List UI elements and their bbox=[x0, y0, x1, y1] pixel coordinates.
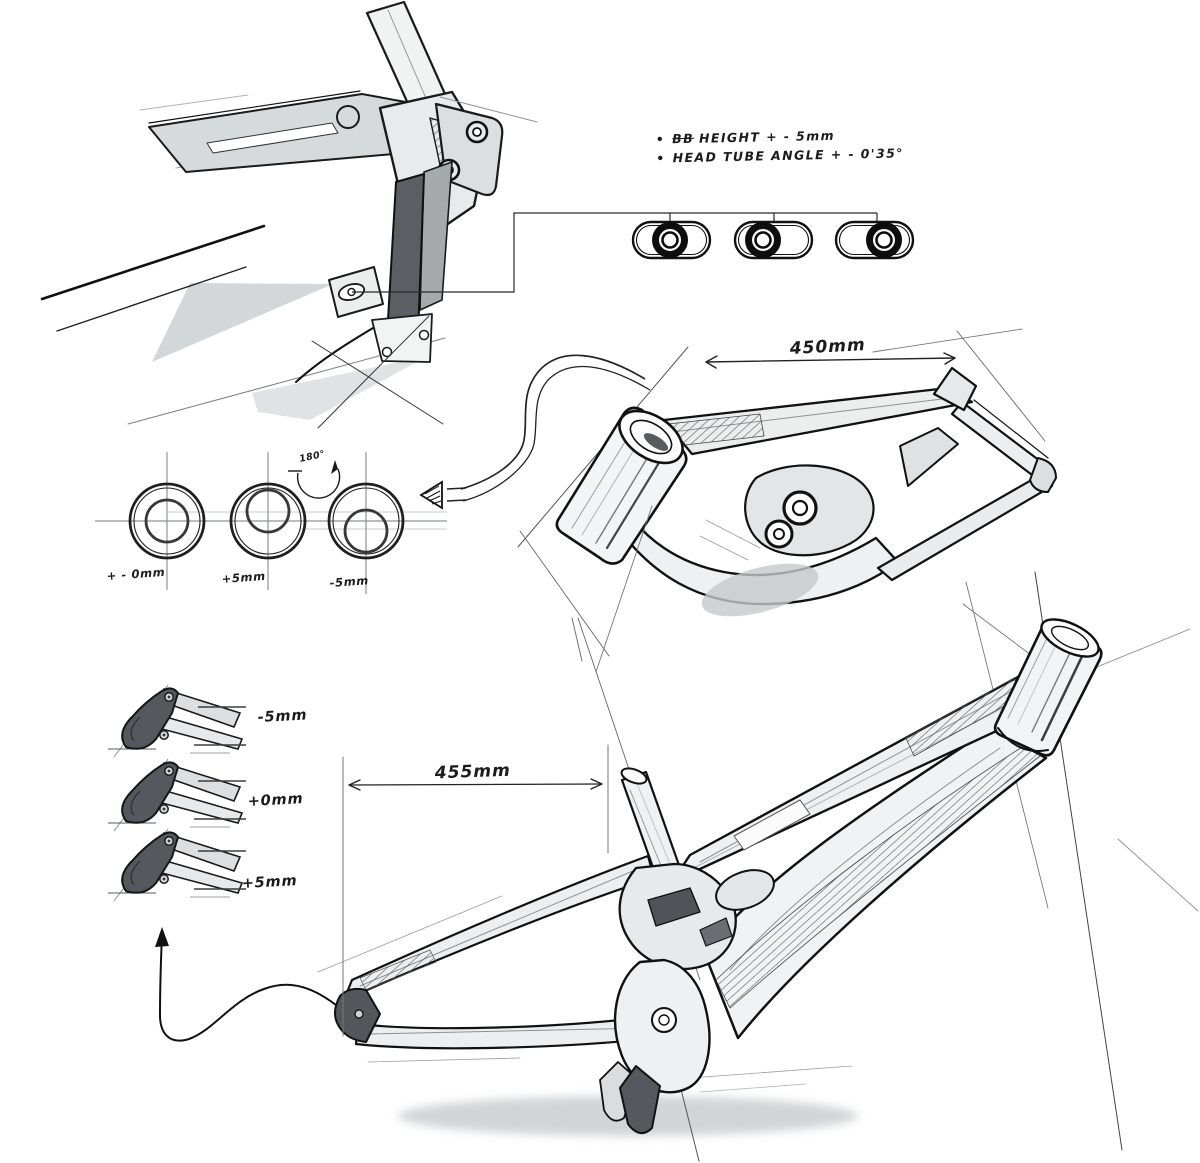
linkage-detail-sketch bbox=[40, 0, 538, 429]
flip-chip-pill-forward-position bbox=[733, 220, 814, 260]
rotation-label: 180° bbox=[298, 449, 326, 465]
chip-position-sketches: -5mm +0mm +5mm bbox=[107, 684, 308, 902]
ribbon-connector bbox=[460, 354, 651, 502]
flip-chip-pills bbox=[631, 220, 915, 260]
seatpost-cap bbox=[620, 767, 648, 785]
eccentric-position-minus5 bbox=[327, 482, 405, 560]
dimension-455: 455mm bbox=[342, 744, 609, 1037]
dimension-arrowheads bbox=[705, 352, 956, 369]
chip-label-plus5: +5mm bbox=[241, 873, 297, 892]
head-tube-cap bbox=[1040, 618, 1100, 658]
bullet-icon: • bbox=[656, 150, 666, 166]
bullet-icon: • bbox=[655, 131, 666, 147]
hatched-panel bbox=[715, 741, 1041, 1009]
seatpost bbox=[620, 770, 682, 878]
strut-rear bbox=[419, 161, 453, 311]
note-strikethrough: BB bbox=[672, 130, 695, 147]
rear-dropout bbox=[1029, 457, 1057, 493]
eccentric-label-zero: + - 0mm bbox=[106, 565, 165, 583]
dimension-arrowheads bbox=[348, 778, 603, 791]
note-text: HEIGHT + - 5mm bbox=[698, 127, 836, 146]
callout-bracket-line bbox=[352, 212, 878, 293]
linkage-slot bbox=[647, 887, 701, 927]
frame-sketch-455: 455mm bbox=[317, 505, 1199, 1162]
chip-slot bbox=[337, 283, 366, 301]
callout-curved-arrow bbox=[155, 927, 377, 1042]
chain-stay bbox=[876, 472, 1054, 582]
flip-chip-pill-rearward-position bbox=[834, 220, 915, 260]
dimension-455-label: 455mm bbox=[434, 761, 512, 784]
eccentric-label-plus5: +5mm bbox=[221, 569, 266, 586]
guard-fin bbox=[619, 1065, 661, 1135]
dimension-450: 450mm bbox=[705, 335, 956, 369]
inner-shadow bbox=[701, 563, 819, 617]
arrowhead bbox=[155, 927, 169, 947]
rotation-arc-icon bbox=[288, 460, 341, 499]
direction-arrow-icon bbox=[419, 480, 467, 510]
head-tube-base bbox=[997, 727, 1049, 752]
chain-stays bbox=[354, 1014, 660, 1050]
eccentric-position-zero bbox=[128, 482, 206, 560]
hatched-panel bbox=[359, 949, 437, 991]
chip-label-plus0: +0mm bbox=[247, 791, 303, 810]
pivot-circle bbox=[336, 105, 360, 129]
bb-axle bbox=[651, 1007, 677, 1033]
tube-slot bbox=[733, 799, 811, 851]
shadow-wedge bbox=[152, 283, 333, 362]
seat-stay bbox=[950, 400, 1046, 480]
eccentric-position-plus5 bbox=[229, 482, 307, 560]
seat-mast bbox=[932, 366, 978, 412]
chip-sketch-plus5 bbox=[107, 828, 247, 902]
chip-sketch-minus5 bbox=[107, 684, 247, 758]
eccentric-rotation-diagram: + - 0mm +5mm -5mm 180° bbox=[95, 354, 651, 594]
tube-slot bbox=[206, 122, 339, 154]
chip-sketch-plus0 bbox=[107, 758, 247, 832]
chip-label-minus5: -5mm bbox=[257, 707, 307, 726]
flip-chip-pill-center-position bbox=[631, 220, 712, 260]
shadow-wedge bbox=[252, 356, 428, 420]
dimension-450-label: 450mm bbox=[788, 335, 866, 359]
note-text: HEAD TUBE ANGLE + - 0'35° bbox=[672, 145, 905, 166]
linkage-slot bbox=[699, 917, 733, 947]
frame-sketch-450: 450mm bbox=[517, 328, 1057, 665]
eccentric-label-minus5: -5mm bbox=[329, 573, 369, 590]
shock-brace bbox=[899, 427, 959, 487]
shock-mount bbox=[715, 869, 775, 911]
